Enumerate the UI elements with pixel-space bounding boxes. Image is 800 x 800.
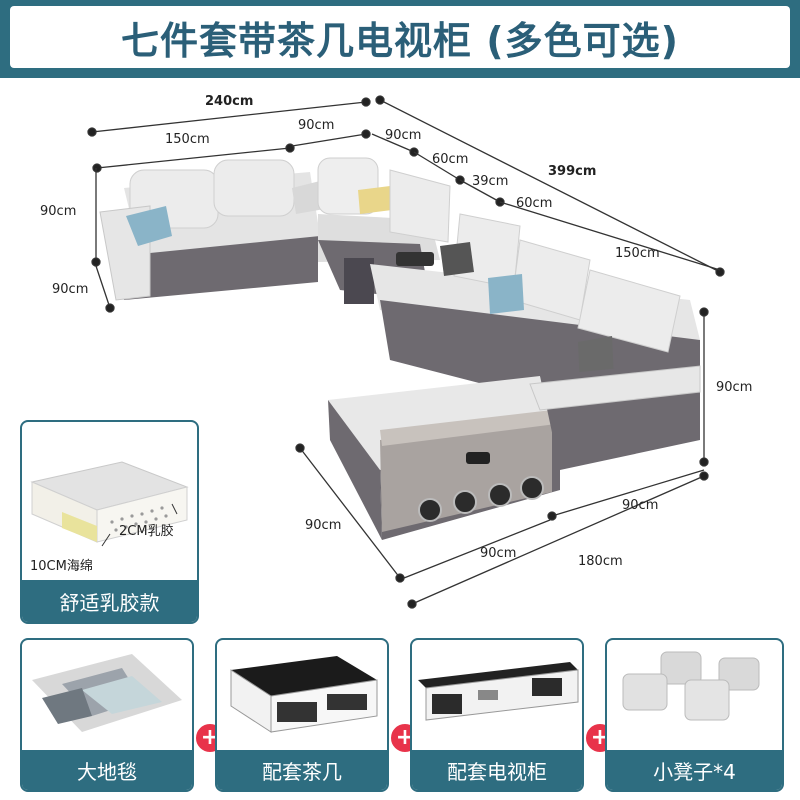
dim-60-a: 60cm <box>432 152 469 167</box>
dim-90-bottom-mid: 90cm <box>480 546 517 561</box>
option-tv-cabinet-label: 配套电视柜 <box>412 750 582 790</box>
rug-icon <box>32 654 182 732</box>
dim-90-top: 90cm <box>298 118 335 133</box>
sofa-diagram <box>87 95 725 609</box>
latex-option-label: 舒适乳胶款 <box>22 580 197 622</box>
sponge-layer-label: 10CM海绵 <box>30 559 93 574</box>
dim-90-left-upper: 90cm <box>40 204 77 219</box>
dim-150-right: 150cm <box>615 246 660 261</box>
option-rug[interactable]: 大地毯 <box>20 638 194 792</box>
stools-icon <box>622 651 760 721</box>
dim-90-corner: 90cm <box>385 128 422 143</box>
cushion-layers-icon <box>30 461 189 547</box>
latex-layer-label: 2CM乳胶 <box>119 524 174 539</box>
option-stools-label: 小凳子*4 <box>607 750 782 790</box>
dim-60-b: 60cm <box>516 196 553 211</box>
tv-cabinet-icon <box>418 662 579 721</box>
dim-180: 180cm <box>578 554 623 569</box>
dim-240: 240cm <box>205 94 254 109</box>
plus-icon: + <box>584 722 616 754</box>
option-tv-cabinet[interactable]: 配套电视柜 <box>410 638 584 792</box>
dim-90-left-lower: 90cm <box>52 282 89 297</box>
dim-150-top: 150cm <box>165 132 210 147</box>
dim-90-bottom-left: 90cm <box>305 518 342 533</box>
coffee-table-icon <box>230 656 378 733</box>
option-coffee-table[interactable]: 配套茶几 <box>215 638 389 792</box>
dim-39: 39cm <box>472 174 509 189</box>
dim-90-right: 90cm <box>716 380 753 395</box>
dim-399: 399cm <box>548 164 597 179</box>
sofa-left-section <box>99 159 330 301</box>
dim-90-bottom-right: 90cm <box>622 498 659 513</box>
dimension-lines <box>87 95 725 609</box>
option-rug-label: 大地毯 <box>22 750 192 790</box>
title-box: 七件套带茶几电视柜 (多色可选) <box>10 6 790 68</box>
sofa-chaise-section <box>328 360 701 540</box>
product-title: 七件套带茶几电视柜 (多色可选) <box>121 18 679 63</box>
latex-option-card[interactable]: 2CM乳胶 10CM海绵 舒适乳胶款 <box>20 420 199 624</box>
option-coffee-table-label: 配套茶几 <box>217 750 387 790</box>
option-stools[interactable]: 小凳子*4 <box>605 638 784 792</box>
title-banner: 七件套带茶几电视柜 (多色可选) <box>0 0 800 78</box>
